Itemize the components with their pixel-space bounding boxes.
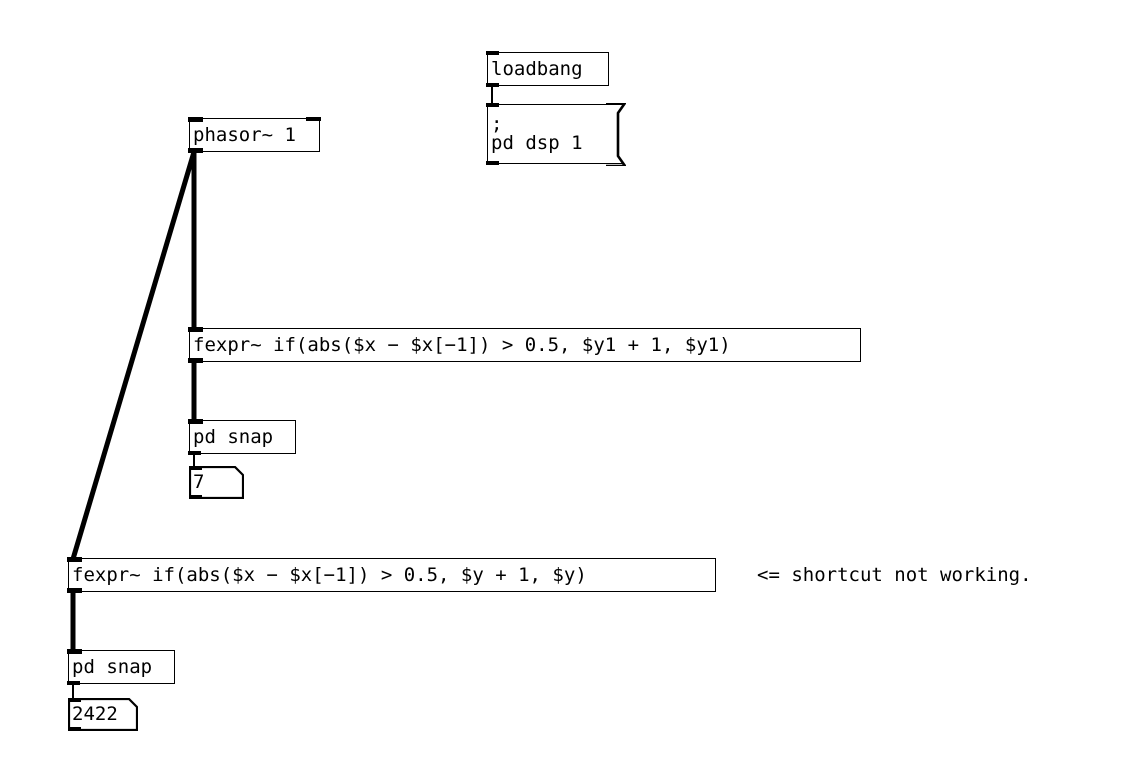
snap-bottom-inlet-0[interactable]	[67, 649, 83, 655]
dsp-message-outlet-0[interactable]	[486, 160, 500, 165]
object-fexpr-bottom[interactable]: fexpr~ if(abs($x − $x[−1]) > 0.5, $y + 1…	[67, 557, 716, 593]
number-box-top-outlet-0[interactable]	[189, 495, 202, 499]
fexpr-top-inlet-0[interactable]	[188, 327, 204, 333]
object-phasor[interactable]: phasor~ 1	[188, 117, 321, 153]
object-fexpr-top[interactable]: fexpr~ if(abs($x − $x[−1]) > 0.5, $y1 + …	[188, 327, 861, 363]
cable-phasor-to-fexpr-bottom	[70, 151, 197, 560]
loadbang-outlet-0[interactable]	[486, 82, 500, 87]
message-pd-dsp-1[interactable]: ; pd dsp 1	[486, 103, 626, 166]
fexpr-top-outlet-0[interactable]	[188, 357, 204, 363]
number-box-top-inlet-0[interactable]	[189, 466, 202, 470]
subpatch-snap-top-label: pd snap	[193, 425, 274, 448]
object-loadbang[interactable]: loadbang	[486, 51, 609, 87]
number-box-top-value: 7	[193, 471, 205, 493]
number-box-top[interactable]: 7	[189, 466, 244, 499]
phasor-outlet-0[interactable]	[188, 147, 204, 153]
subpatch-snap-bottom[interactable]: pd snap	[67, 649, 175, 685]
dsp-message-line-2: pd dsp 1	[491, 132, 583, 154]
fexpr-bottom-outlet-0[interactable]	[67, 587, 83, 593]
dsp-message-line-1: ;	[491, 113, 503, 135]
object-phasor-label: phasor~ 1	[193, 123, 296, 146]
snap-top-outlet-0[interactable]	[188, 450, 202, 455]
object-loadbang-label: loadbang	[491, 57, 583, 80]
dsp-message-inlet-0[interactable]	[486, 103, 500, 108]
number-box-bottom[interactable]: 2422	[68, 698, 138, 731]
fexpr-bottom-inlet-0[interactable]	[67, 557, 83, 563]
number-box-bottom-inlet-0[interactable]	[68, 698, 81, 702]
number-box-bottom-outlet-0[interactable]	[68, 727, 81, 731]
phasor-inlet-1[interactable]	[305, 117, 321, 122]
number-box-bottom-value: 2422	[72, 703, 118, 725]
loadbang-inlet-0[interactable]	[486, 51, 500, 56]
phasor-inlet-0[interactable]	[188, 117, 204, 123]
subpatch-snap-top[interactable]: pd snap	[188, 419, 296, 455]
object-fexpr-bottom-label: fexpr~ if(abs($x − $x[−1]) > 0.5, $y + 1…	[72, 563, 587, 586]
subpatch-snap-bottom-label: pd snap	[72, 655, 153, 678]
comment-shortcut-not-working: <= shortcut not working.	[757, 564, 1032, 586]
message-box-flag-shape	[606, 103, 626, 166]
snap-top-inlet-0[interactable]	[188, 419, 204, 425]
snap-bottom-outlet-0[interactable]	[67, 680, 81, 685]
object-fexpr-top-label: fexpr~ if(abs($x − $x[−1]) > 0.5, $y1 + …	[193, 333, 731, 356]
